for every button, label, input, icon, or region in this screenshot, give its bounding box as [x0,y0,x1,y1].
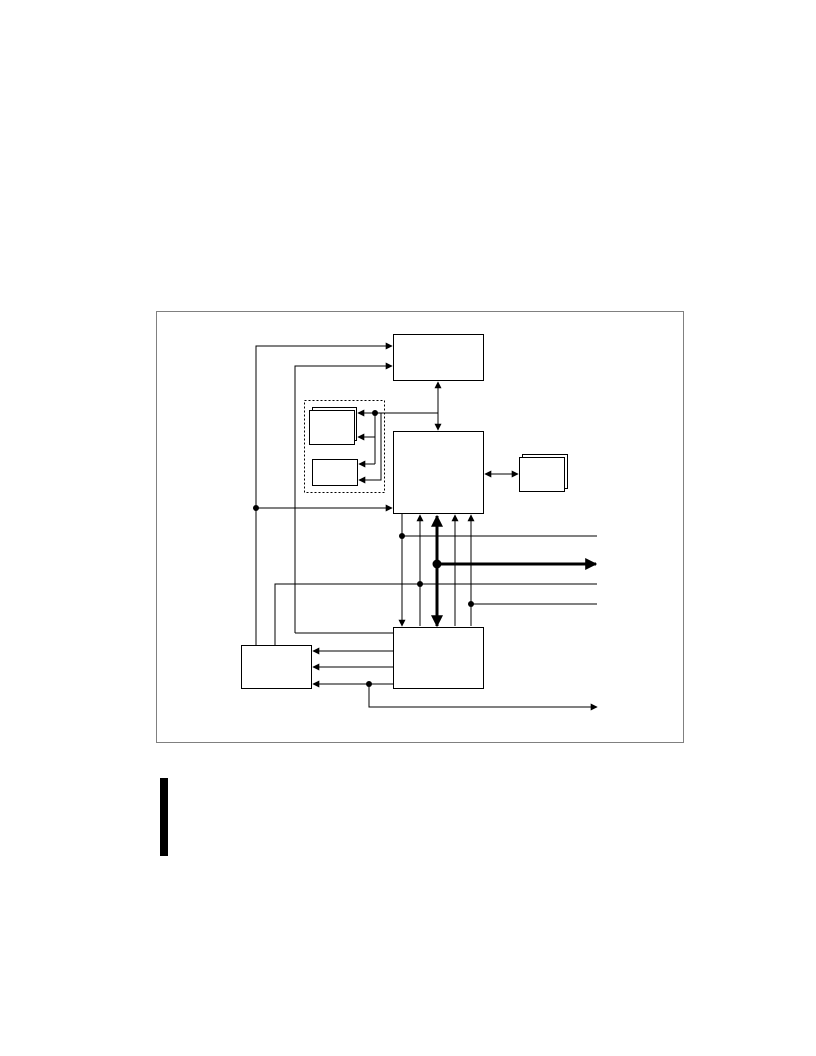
central-block [393,431,484,514]
junction-dot [417,581,423,587]
stacked-block-left [309,407,357,445]
dotted-group-outline [304,400,385,493]
lower-block [393,627,484,689]
junction-dots [253,410,474,687]
junction-dot [468,601,474,607]
junction-dot [432,559,442,569]
junction-dot [253,505,259,511]
junction-dot [399,533,405,539]
main-bus [431,514,598,628]
small-block-left [312,459,358,486]
junction-dot [372,410,378,416]
bottom-left-block [241,645,312,689]
junction-dot [366,681,372,687]
line-output-3 [274,583,597,645]
line-left2-to-top-block [294,362,393,633]
change-bar [160,778,168,856]
line-left-to-top-block [255,342,393,645]
stacked-block-right [519,454,568,492]
top-block [393,334,484,381]
line-bottom-output [368,684,598,711]
